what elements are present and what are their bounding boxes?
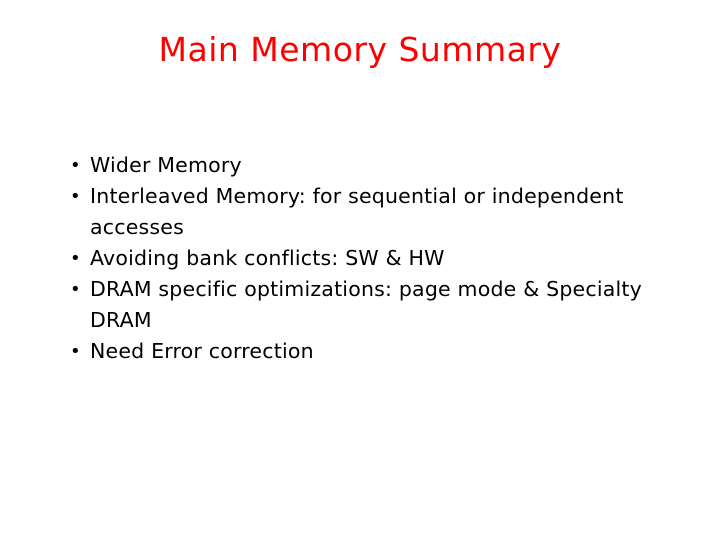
bullet-icon: •: [70, 279, 81, 300]
bullet-text: Need Error correction: [90, 339, 314, 363]
bullet-list: • Wider Memory • Interleaved Memory: for…: [70, 150, 700, 367]
slide-title: Main Memory Summary: [158, 30, 562, 69]
bullet-icon: •: [70, 341, 81, 362]
bullet-text: DRAM specific optimizations: page mode &…: [90, 277, 642, 332]
bullet-icon: •: [70, 155, 81, 176]
bullet-text: Interleaved Memory: for sequential or in…: [90, 184, 624, 239]
bullet-item-interleaved-memory: • Interleaved Memory: for sequential or …: [70, 181, 700, 243]
bullet-icon: •: [70, 186, 81, 207]
bullet-icon: •: [70, 248, 81, 269]
bullet-item-wider-memory: • Wider Memory: [70, 150, 700, 181]
bullet-text: Avoiding bank conflicts: SW & HW: [90, 246, 445, 270]
bullet-text: Wider Memory: [90, 153, 242, 177]
bullet-item-error-correction: • Need Error correction: [70, 336, 700, 367]
bullet-item-dram-optimizations: • DRAM specific optimizations: page mode…: [70, 274, 700, 336]
bullet-item-bank-conflicts: • Avoiding bank conflicts: SW & HW: [70, 243, 700, 274]
